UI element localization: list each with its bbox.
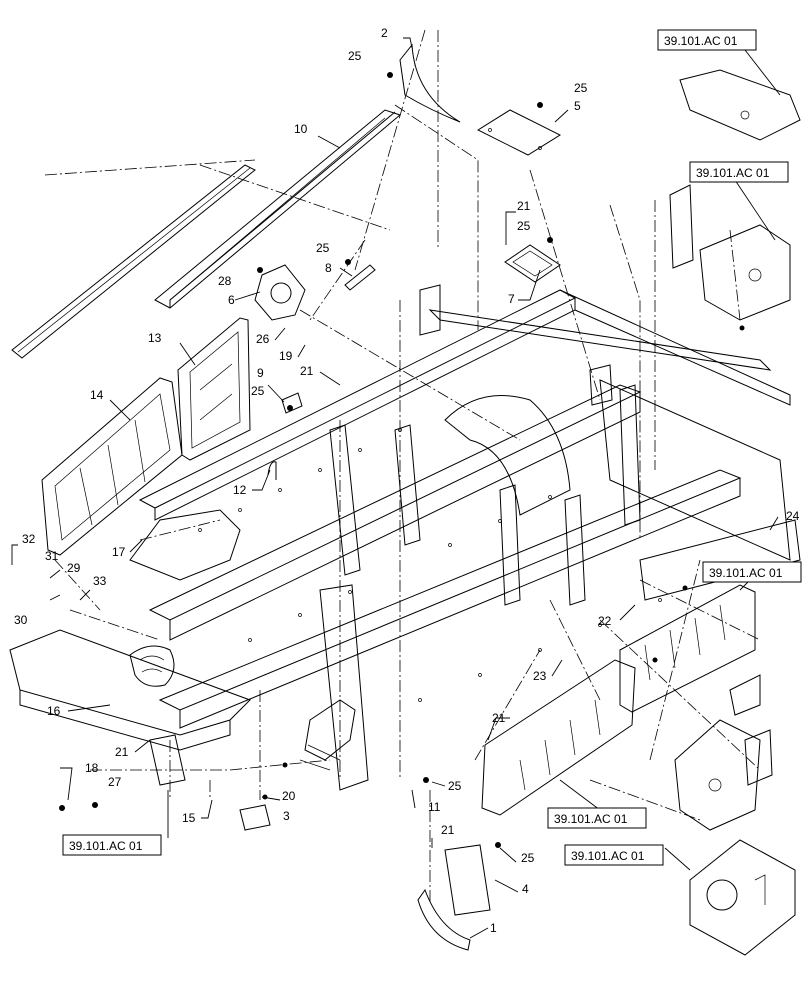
callout-21: 21 [300, 364, 314, 378]
callout-3: 3 [283, 809, 290, 823]
part-4-deflector [444, 844, 491, 916]
top-right-bracket [679, 69, 801, 141]
callout-1: 1 [490, 921, 497, 935]
part-8-bracket [344, 264, 376, 291]
callout-24: 24 [786, 509, 800, 523]
svg-text:39.101.AC 01: 39.101.AC 01 [571, 849, 645, 863]
lower-right-bracket [674, 674, 773, 831]
callout-2: 2 [381, 26, 388, 40]
main-frame [9, 284, 801, 791]
callout-27: 27 [108, 775, 122, 789]
part-5-plate [476, 109, 562, 156]
reference-box[interactable]: 39.101.AC 01 [702, 561, 802, 583]
callout-25: 25 [251, 384, 265, 398]
alignment-lines [44, 29, 761, 905]
svg-text:39.101.AC 01: 39.101.AC 01 [554, 812, 628, 826]
callout-labels: 2 25 25 5 10 21 25 25 8 28 6 7 13 26 19 … [14, 26, 800, 935]
part-6-bearing-plate [254, 264, 306, 321]
callout-9: 9 [257, 366, 264, 380]
reference-box[interactable]: 39.101.AC 01 [689, 161, 789, 183]
reference-boxes: 39.101.AC 01 39.101.AC 01 39.101.AC 01 3… [62, 29, 802, 866]
part-3-bracket [239, 804, 271, 831]
leader-lines [11, 37, 781, 939]
callout-11: 11 [428, 800, 441, 814]
hole-pattern [198, 428, 662, 702]
callout-21: 21 [517, 199, 531, 213]
callout-20: 20 [282, 789, 296, 803]
callout-13: 13 [148, 331, 162, 345]
callout-19: 19 [279, 349, 293, 363]
svg-text:39.101.AC 01: 39.101.AC 01 [664, 34, 738, 48]
callout-4: 4 [522, 882, 529, 896]
callout-7: 7 [508, 292, 515, 306]
callout-12: 12 [233, 483, 247, 497]
callout-5: 5 [574, 99, 581, 113]
reference-box[interactable]: 39.101.AC 01 [657, 29, 757, 51]
reference-box[interactable]: 39.101.AC 01 [62, 834, 162, 856]
callout-21: 21 [115, 745, 129, 759]
callout-15: 15 [182, 811, 196, 825]
part-7-hatch-frame [504, 244, 561, 283]
svg-text:39.101.AC 01: 39.101.AC 01 [696, 166, 770, 180]
callout-31: 31 [45, 549, 59, 563]
part-1-deflector [417, 888, 471, 951]
hardware-dots [59, 72, 745, 848]
callout-21: 21 [441, 823, 455, 837]
callout-18: 18 [85, 761, 99, 775]
callout-32: 32 [22, 532, 36, 546]
callout-25: 25 [574, 81, 588, 95]
part-9-bracket [281, 392, 303, 414]
callout-10: 10 [294, 122, 308, 136]
callout-25: 25 [521, 851, 535, 865]
part-10-angle-strip [154, 109, 402, 309]
svg-text:39.101.AC 01: 39.101.AC 01 [69, 839, 143, 853]
callout-8: 8 [325, 261, 332, 275]
callout-30: 30 [14, 613, 28, 627]
callout-29: 29 [67, 561, 81, 575]
callout-33: 33 [93, 574, 107, 588]
callout-25: 25 [316, 241, 330, 255]
part-12-clip [267, 461, 277, 480]
callout-25: 25 [517, 219, 531, 233]
left-angle-strip [11, 164, 256, 359]
callout-28: 28 [218, 274, 232, 288]
callout-6: 6 [228, 293, 235, 307]
reference-box[interactable]: 39.101.AC 01 [547, 807, 647, 829]
callout-25: 25 [448, 779, 462, 793]
reference-box[interactable]: 39.101.AC 01 [564, 844, 664, 866]
callout-26: 26 [256, 332, 270, 346]
svg-text:39.101.AC 01: 39.101.AC 01 [709, 566, 783, 580]
callout-21: 21 [492, 711, 506, 725]
callout-22: 22 [598, 614, 612, 628]
callout-16: 16 [47, 704, 61, 718]
part-2-deflector [399, 43, 461, 123]
callout-23: 23 [533, 669, 547, 683]
right-panel-right [619, 584, 756, 713]
callout-17: 17 [112, 545, 126, 559]
right-panel-left [481, 659, 636, 816]
part-14-screen-panel [41, 377, 183, 556]
bottom-right-plate [689, 839, 796, 956]
callout-25: 25 [348, 49, 362, 63]
part-13-screen-panel [177, 317, 251, 461]
upper-right-bracket [669, 184, 791, 321]
callout-14: 14 [90, 388, 104, 402]
